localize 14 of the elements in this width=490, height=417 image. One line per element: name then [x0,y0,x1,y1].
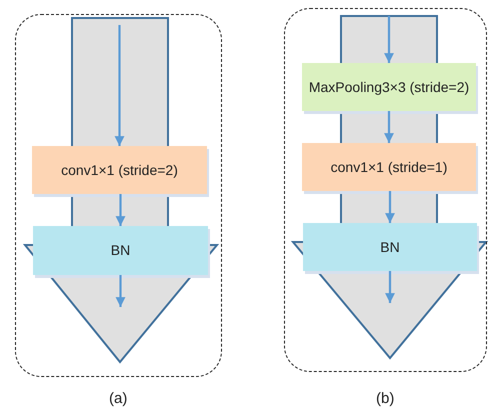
bn-block: BN [33,226,208,275]
pooling-block: MaxPooling3×3 (stride=2) [302,63,476,111]
arrow [384,16,394,63]
bn-block: BN [303,223,477,271]
arrow [116,275,126,307]
arrow [385,271,395,303]
panel-caption: (a) [109,390,128,407]
arrow [116,194,126,226]
panel-caption: (b) [376,390,394,407]
arrow [385,191,395,223]
conv-block: conv1×1 (stride=2) [32,146,207,194]
arrow [384,111,394,143]
conv-block: conv1×1 (stride=1) [302,143,476,191]
arrow [114,25,124,146]
